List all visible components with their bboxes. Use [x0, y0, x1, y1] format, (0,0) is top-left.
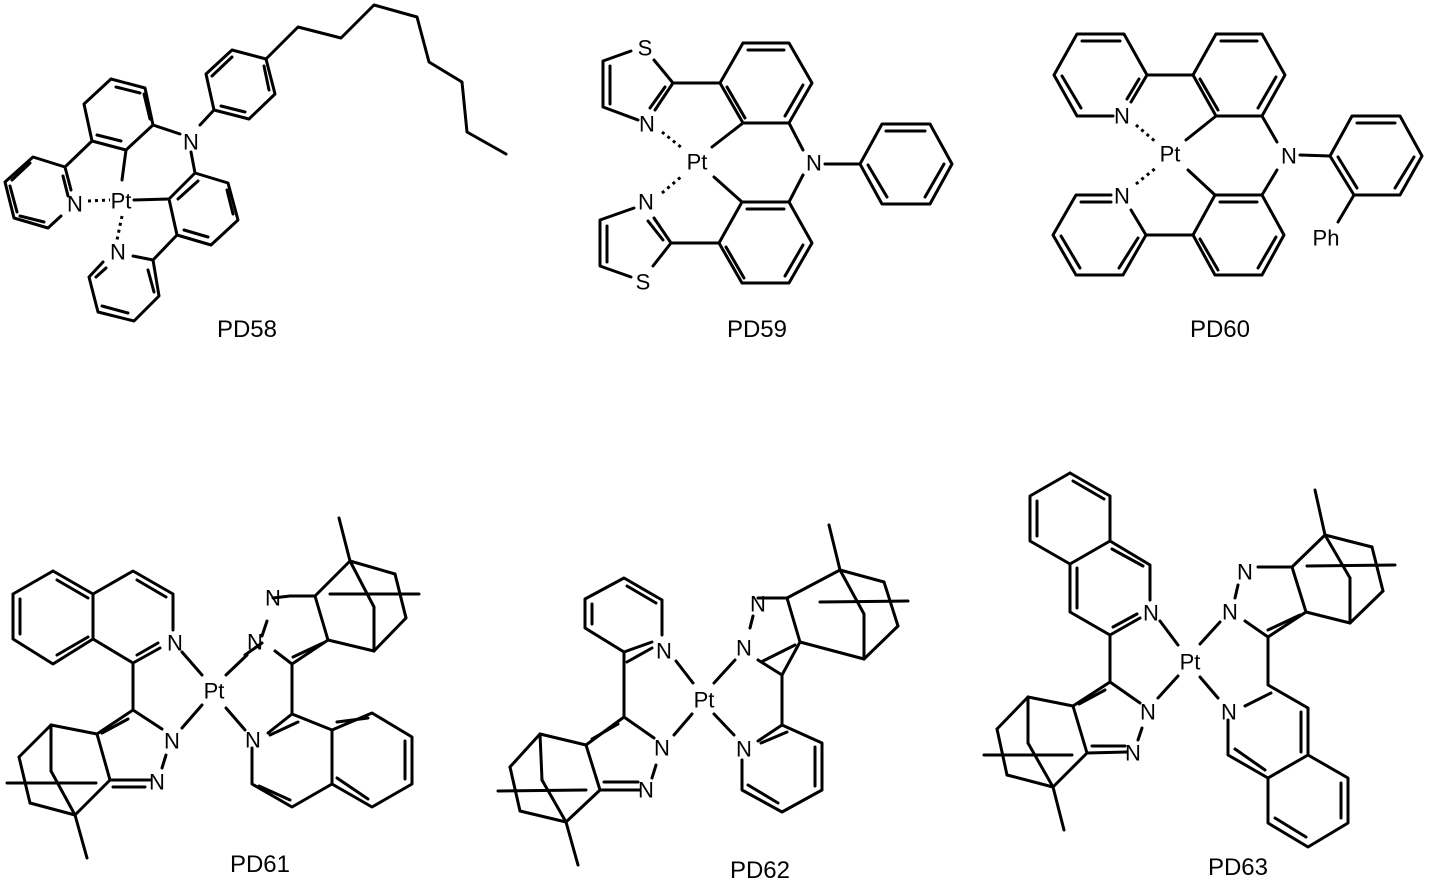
atom-n-pyridine-2: N: [1114, 184, 1130, 209]
atom-pt: Pt: [687, 150, 708, 175]
compound-pd61: N Pt N N N N N PD61: [5, 516, 421, 878]
compound-label-pd58: PD58: [217, 316, 277, 343]
compound-pd63: N Pt N N N N N PD63: [982, 471, 1397, 881]
compound-label-pd63: PD63: [1208, 854, 1268, 881]
compound-label-pd61: PD61: [230, 851, 290, 878]
atom-n-pyridine-1: N: [656, 639, 672, 664]
atom-n-pyrazole-2a: N: [1237, 560, 1253, 585]
atom-n-amine: N: [806, 151, 822, 176]
compound-label-pd60: PD60: [1190, 316, 1250, 343]
atom-n-thiazole-1: N: [639, 112, 655, 137]
compound-pd59: N N S S Pt N PD59: [598, 36, 954, 343]
atom-n-isoquinoline-2: N: [245, 728, 261, 753]
atom-pt: Pt: [204, 679, 225, 704]
atom-ph-substituent: Ph: [1313, 226, 1340, 251]
atom-n-pyrazole-2b: N: [1222, 600, 1238, 625]
atom-n-pyridine-2: N: [736, 737, 752, 762]
atom-n-pyrazole-2b: N: [247, 630, 263, 655]
compound-label-pd62: PD62: [730, 857, 790, 884]
compound-label-pd59: PD59: [727, 316, 787, 343]
atom-n-pyrazole-1b: N: [1140, 700, 1156, 725]
compound-pd60: N N Pt N Ph PD60: [1051, 32, 1424, 343]
atom-n-isoquinoline-1: N: [167, 631, 183, 656]
atom-n-isoquinoline-1: N: [1143, 601, 1159, 626]
atom-pt: Pt: [1160, 142, 1181, 167]
atom-n-isoquinoline-2: N: [1221, 700, 1237, 725]
atom-pt: Pt: [111, 189, 132, 214]
atom-n-amine: N: [1281, 144, 1297, 169]
atom-n-pyrazole-1a: N: [1125, 741, 1141, 766]
atom-pt: Pt: [694, 688, 715, 713]
atom-n-pyridine-1: N: [1114, 104, 1130, 129]
atom-n-thiazole-2: N: [638, 190, 654, 215]
atom-n-pyrazole-1a: N: [149, 770, 165, 795]
atom-n-pyridine-2: N: [110, 240, 126, 265]
atom-s-thiazole-1: S: [638, 36, 653, 61]
atom-n-pyrazole-1b: N: [654, 736, 670, 761]
atom-s-thiazole-2: S: [636, 270, 651, 295]
atom-n-pyrazole-2a: N: [750, 592, 766, 617]
atom-pt: Pt: [1180, 650, 1201, 675]
atom-n-pyrazole-2a: N: [265, 586, 281, 611]
compound-pd62: N Pt N N N N N PD62: [496, 523, 910, 884]
atom-n-amine: N: [183, 130, 199, 155]
atom-n-pyridine-1: N: [67, 192, 83, 217]
atom-n-pyrazole-1b: N: [164, 729, 180, 754]
compound-pd58: N N Pt N PD58: [3, 3, 508, 343]
atom-n-pyrazole-2b: N: [736, 636, 752, 661]
atom-n-pyrazole-1a: N: [638, 778, 654, 803]
